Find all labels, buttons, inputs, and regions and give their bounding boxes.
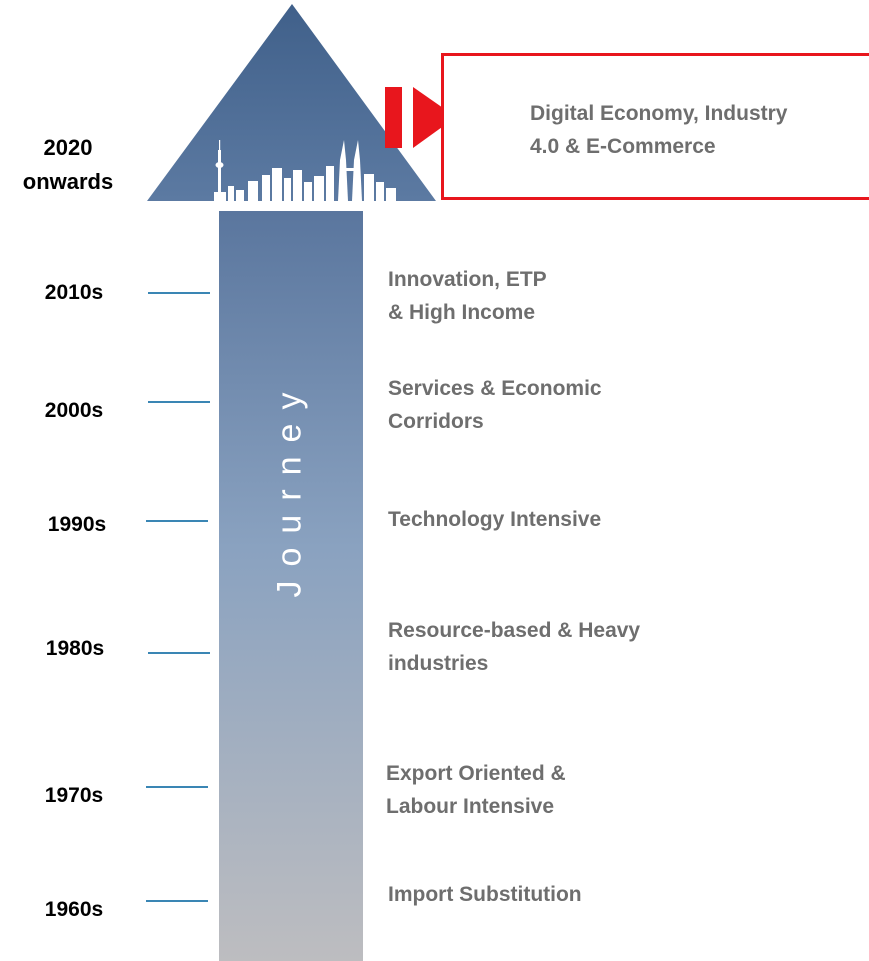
callout-box [441,53,869,200]
era-label-1960s: 1960s [44,898,104,921]
journey-label: Journey [270,378,309,598]
arrow-shaft [219,211,363,961]
era-label-1970s: 1970s [44,784,104,807]
red-triangle-marker [413,87,456,148]
timeline-tick [146,900,208,902]
timeline-tick [148,652,210,654]
milestone-description: Export Oriented & Labour Intensive [386,762,566,818]
timeline-tick [146,786,208,788]
era-label-1980s: 1980s [45,637,105,660]
red-bar-marker [385,87,402,148]
timeline-tick [148,401,210,403]
era-label-2000s: 2000s [44,399,104,422]
milestone-description: Services & Economic Corridors [388,377,602,433]
era-label-2020: 2020 onwards [22,135,114,194]
skyline-icon [214,140,396,201]
timeline-tick [148,292,210,294]
era-label-1990s: 1990s [47,513,107,536]
era-label-2010s: 2010s [44,281,104,304]
milestone-description: Resource-based & Heavy industries [388,619,641,675]
callout-text: Digital Economy, Industry 4.0 & E-Commer… [530,102,788,158]
milestone-description: Import Substitution [388,883,582,906]
timeline-tick [146,520,208,522]
milestone-description: Technology Intensive [388,508,602,531]
milestone-description: Innovation, ETP & High Income [388,268,547,324]
